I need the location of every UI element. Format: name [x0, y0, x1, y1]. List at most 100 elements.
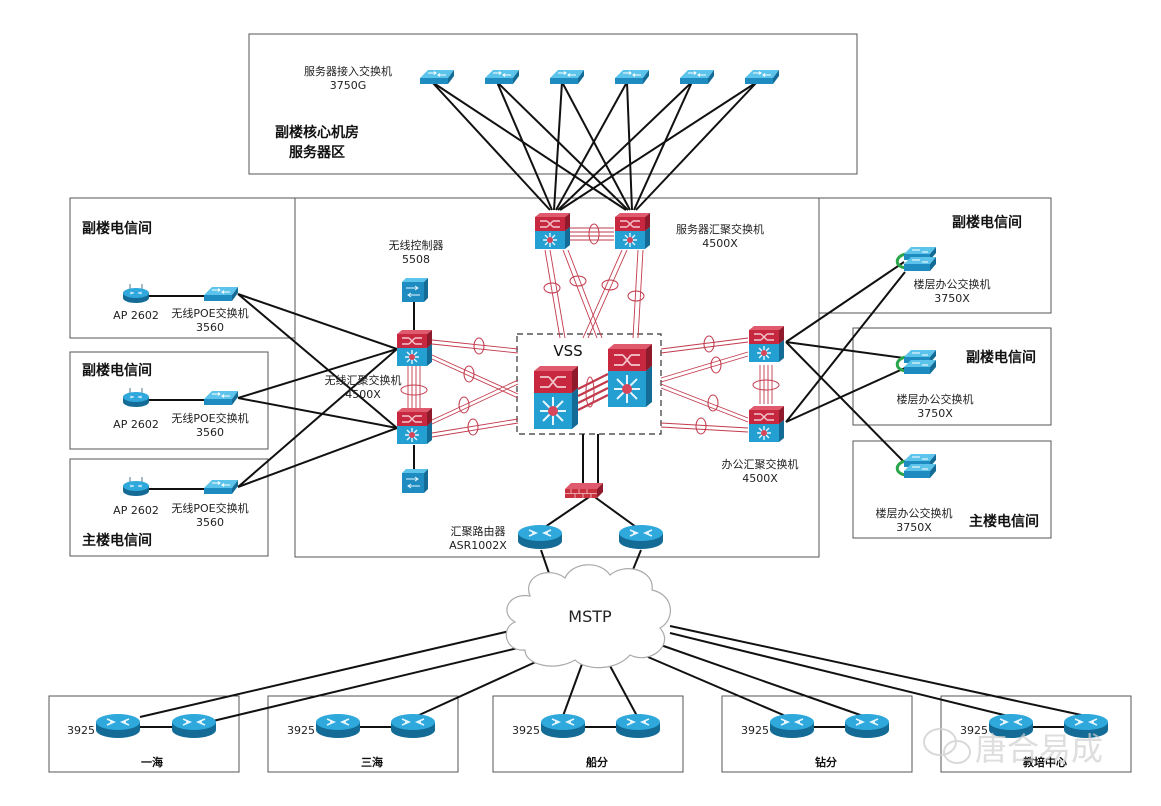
- server-access-switch-6[interactable]: [744, 69, 780, 85]
- access-point-3[interactable]: [122, 476, 150, 497]
- agg-router-2[interactable]: [618, 524, 664, 550]
- core-zone-box: [294, 197, 820, 558]
- agg-router-model: ASR1002X: [449, 539, 507, 552]
- mstp-cloud[interactable]: [505, 564, 672, 669]
- office-stack-switch-2[interactable]: [895, 348, 938, 376]
- watermark: 唐合易成: [923, 728, 1103, 768]
- branch-5-router-model: 3925: [960, 724, 988, 737]
- router-links: [540, 434, 642, 583]
- server-agg-model: 4500X: [702, 237, 738, 250]
- poe-switch-1[interactable]: [203, 286, 239, 302]
- right-room-2-switch-label: 楼层办公交换机: [897, 392, 974, 406]
- left-room-3-switch-label: 无线POE交换机: [171, 501, 248, 515]
- poe-switch-2[interactable]: [203, 390, 239, 406]
- office-agg-switch-2[interactable]: [748, 405, 785, 443]
- branch-3-router-model: 3925: [512, 724, 540, 737]
- mstp-label: MSTP: [568, 607, 612, 626]
- branch-2-name: 三海: [361, 755, 383, 769]
- server-access-switch-1[interactable]: [419, 69, 455, 85]
- branch-2-router-a[interactable]: [315, 713, 361, 739]
- server-zone-title-line1: 副楼核心机房: [275, 124, 359, 141]
- server-access-switch-4[interactable]: [614, 69, 650, 85]
- server-access-uplinks: [431, 81, 758, 211]
- server-agg-label: 服务器汇聚交换机: [676, 222, 764, 236]
- poe-switch-3[interactable]: [203, 479, 239, 495]
- office-stack-switch-3[interactable]: [895, 452, 938, 480]
- office-agg-label: 办公汇聚交换机: [722, 457, 799, 471]
- branch-3-name: 船分: [586, 755, 608, 769]
- right-room-3-switch-label: 楼层办公交换机: [876, 506, 953, 520]
- wireless-agg-switch-2[interactable]: [396, 407, 433, 445]
- branch-box-2: [267, 695, 459, 773]
- right-room-3-switch-model: 3750X: [896, 521, 932, 534]
- server-zone-title-line2: 服务器区: [289, 144, 345, 161]
- right-room-box-3: [852, 440, 1052, 539]
- branch-box-3: [492, 695, 684, 773]
- watermark-text: 唐合易成: [975, 730, 1103, 768]
- branch-2-router-b[interactable]: [390, 713, 436, 739]
- server-agg-switch-2[interactable]: [614, 212, 651, 250]
- firewall-icon[interactable]: [564, 482, 604, 499]
- office-stack-switch-1[interactable]: [895, 245, 938, 273]
- server-access-switch-model: 3750G: [330, 79, 367, 92]
- wireless-controller-label: 无线控制器: [389, 238, 444, 252]
- server-access-switch-5[interactable]: [679, 69, 715, 85]
- branch-2-router-model: 3925: [287, 724, 315, 737]
- left-room-1-switch-label: 无线POE交换机: [171, 306, 248, 320]
- branch-5-name: 教培中心: [1022, 755, 1067, 769]
- right-room-3-title: 主楼电信间: [969, 513, 1039, 530]
- vss-core-switch-2[interactable]: [607, 343, 653, 408]
- left-room-2-ap: AP 2602: [113, 418, 159, 431]
- branch-4-router-b[interactable]: [844, 713, 890, 739]
- server-access-switch-label: 服务器接入交换机: [304, 64, 392, 78]
- server-agg-switch-1[interactable]: [534, 212, 571, 250]
- branch-1-router-b[interactable]: [171, 713, 217, 739]
- branch-1-router-a[interactable]: [95, 713, 141, 739]
- branch-4-router-model: 3925: [741, 724, 769, 737]
- left-room-3-title: 主楼电信间: [82, 532, 152, 549]
- branch-3-router-a[interactable]: [540, 713, 586, 739]
- server-access-switch-2[interactable]: [484, 69, 520, 85]
- branch-1-router-model: 3925: [67, 724, 95, 737]
- access-point-1[interactable]: [122, 283, 150, 304]
- left-room-2-title: 副楼电信间: [82, 362, 152, 379]
- wireless-controller-1[interactable]: [401, 277, 429, 303]
- right-room-box-2: [852, 327, 1052, 426]
- branch-box-1: [48, 695, 240, 773]
- left-room-1-title: 副楼电信间: [82, 220, 152, 237]
- left-room-3-ap: AP 2602: [113, 504, 159, 517]
- branch-box-4: [721, 695, 913, 773]
- left-room-1-ap: AP 2602: [113, 309, 159, 322]
- right-room-1-switch-label: 楼层办公交换机: [914, 277, 991, 291]
- wireless-controller-2[interactable]: [401, 468, 429, 494]
- office-agg-switch-1[interactable]: [748, 325, 785, 363]
- server-access-switch-3[interactable]: [549, 69, 585, 85]
- red-port-channel-links: [400, 223, 780, 438]
- left-room-box-2: [69, 351, 269, 450]
- server-zone-box: [248, 33, 858, 175]
- office-access-uplinks: [785, 261, 906, 463]
- agg-router-1[interactable]: [517, 524, 563, 550]
- agg-router-label: 汇聚路由器: [451, 524, 506, 538]
- wireless-agg-label: 无线汇聚交换机: [325, 373, 402, 387]
- right-room-2-switch-model: 3750X: [917, 407, 953, 420]
- branch-box-5: [940, 695, 1132, 773]
- left-room-2-switch-label: 无线POE交换机: [171, 411, 248, 425]
- server-access-switches: [419, 69, 780, 85]
- wireless-agg-model: 4500X: [345, 388, 381, 401]
- access-point-2[interactable]: [122, 387, 150, 408]
- vss-label: VSS: [553, 342, 582, 360]
- branch-3-router-b[interactable]: [615, 713, 661, 739]
- wireless-agg-switch-1[interactable]: [396, 329, 433, 367]
- left-room-2-switch-model: 3560: [196, 426, 224, 439]
- wireless-controller-model: 5508: [402, 253, 430, 266]
- branch-4-router-a[interactable]: [769, 713, 815, 739]
- left-room-3-switch-model: 3560: [196, 516, 224, 529]
- left-room-box-3: [69, 458, 269, 557]
- right-room-box-1: [818, 197, 1052, 314]
- right-room-1-title: 副楼电信间: [952, 214, 1022, 231]
- vss-core-switch-1[interactable]: [533, 365, 579, 430]
- right-room-2-title: 副楼电信间: [966, 349, 1036, 366]
- left-room-box-1: [69, 197, 296, 339]
